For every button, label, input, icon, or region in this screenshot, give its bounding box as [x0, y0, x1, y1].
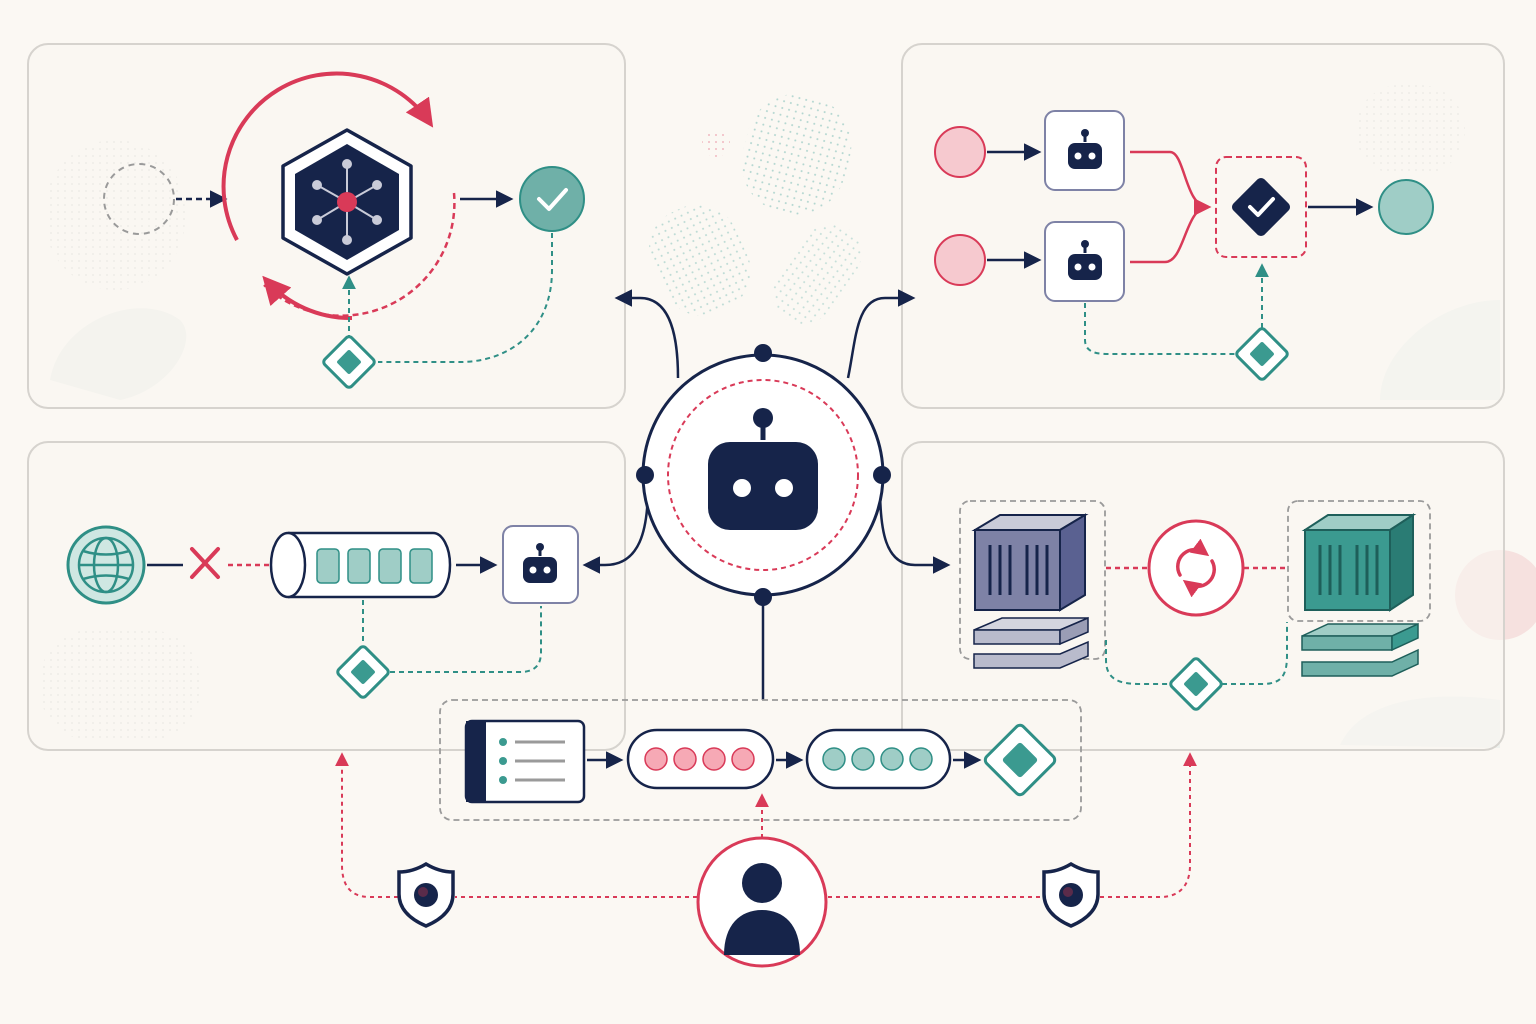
storage-sync-flow	[959, 500, 1431, 713]
retry-arc	[221, 71, 434, 241]
server-cube-icon[interactable]	[959, 500, 1106, 669]
list-document-icon[interactable]	[464, 719, 586, 804]
robot-icon[interactable]	[1044, 110, 1125, 191]
robot-icon[interactable]	[1044, 221, 1125, 302]
diamond-icon	[983, 723, 1057, 797]
server-cube-icon[interactable]	[1287, 500, 1431, 677]
input-node	[934, 126, 986, 178]
web-queue-flow	[66, 525, 579, 701]
network-hexagon-icon[interactable]	[281, 128, 413, 276]
shield-icon	[397, 862, 455, 928]
hub-node-bottom	[754, 588, 772, 606]
input-node-placeholder	[103, 163, 175, 235]
retry-loop-flow	[103, 71, 585, 391]
cylinder-queue-icon[interactable]	[269, 531, 452, 599]
robot-icon	[708, 408, 818, 530]
request-queue[interactable]	[626, 728, 775, 790]
checkmark-diamond-icon[interactable]	[1215, 156, 1307, 258]
user-oversight	[335, 752, 1197, 968]
globe-icon[interactable]	[66, 525, 146, 605]
robot-icon[interactable]	[502, 525, 579, 604]
checkmark-icon	[519, 166, 585, 232]
cross-icon	[190, 547, 220, 579]
hub-node-left	[636, 466, 654, 484]
input-node	[934, 234, 986, 286]
central-agent-hub[interactable]	[636, 344, 891, 606]
processing-pipeline	[439, 699, 1082, 821]
hub-node-top	[754, 344, 772, 362]
output-node	[1378, 179, 1434, 235]
shield-icon	[1042, 862, 1100, 928]
hub-node-right	[873, 466, 891, 484]
parallel-approval-flow	[934, 110, 1434, 383]
result-queue[interactable]	[805, 728, 952, 790]
user-icon[interactable]	[696, 836, 828, 968]
sync-arrows-icon[interactable]	[1147, 519, 1245, 617]
